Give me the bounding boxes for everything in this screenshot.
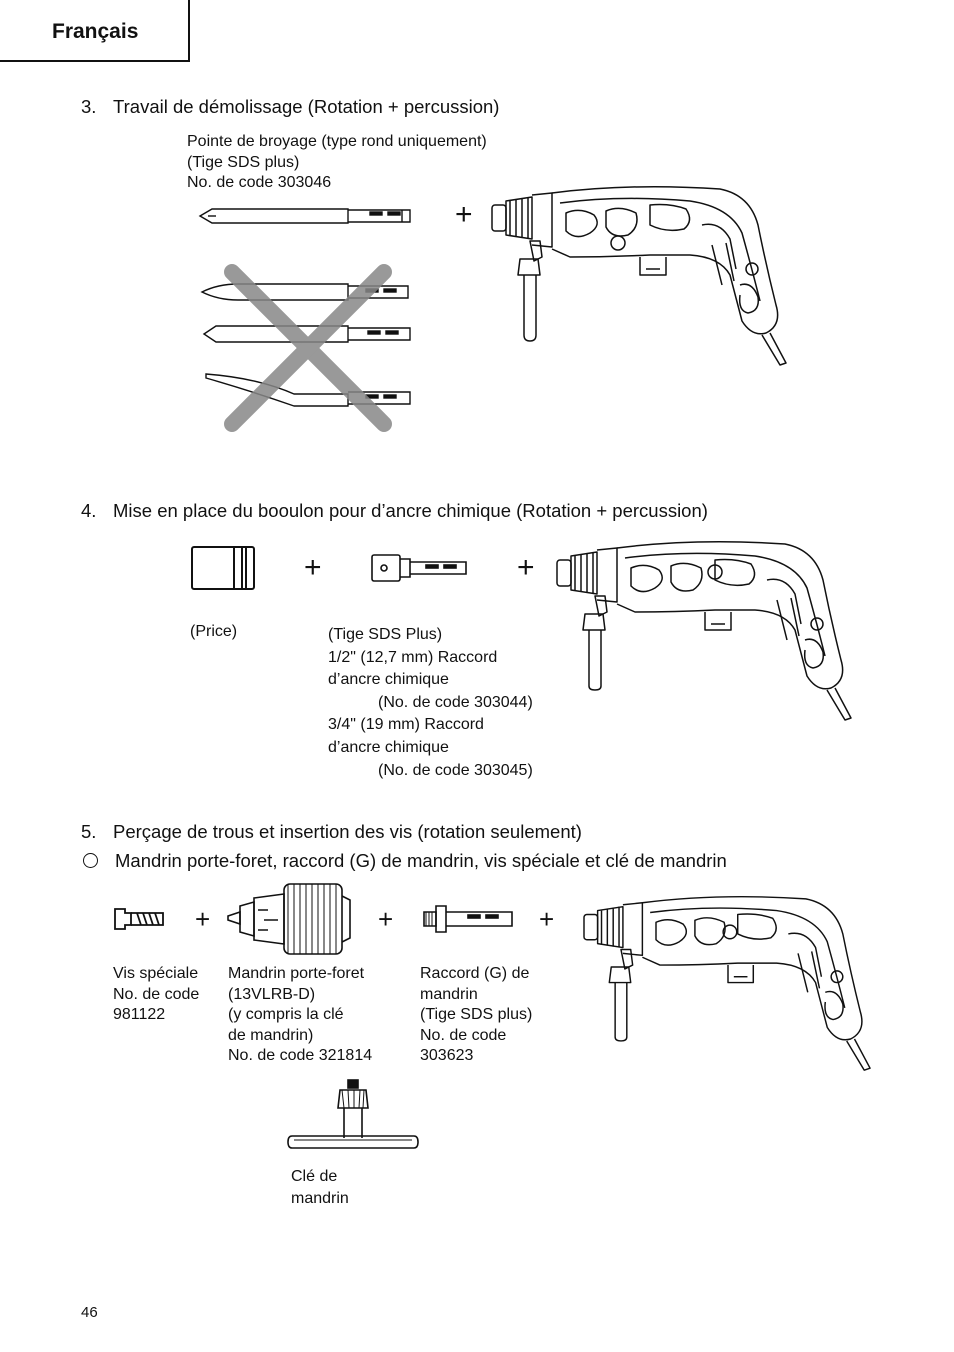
anchor-adapter-label: (Tige SDS Plus) 1/2" (12,7 mm) Raccord d… (328, 624, 533, 782)
language-tab: Français (0, 0, 190, 62)
section-4-heading: 4. Mise en place du booulon pour d’ancre … (81, 500, 708, 522)
bit-label-line: Pointe de broyage (type rond uniquement) (187, 133, 487, 150)
bit-label-line: No. de code 303046 (187, 174, 332, 191)
chuck-adapter-label-line: Raccord (G) de (420, 965, 530, 982)
section-5-title: Perçage de trous et insertion des vis (r… (113, 821, 582, 842)
chuck-adapter-label-line: 303623 (420, 1047, 474, 1064)
plus-sign: + (539, 904, 555, 934)
screw-label-line: No. de code (113, 985, 200, 1003)
plus-sign: + (378, 904, 394, 934)
chuck-adapter-label-line: (Tige SDS plus) (420, 1006, 533, 1023)
chuck-key-label: Clé de mandrin (291, 1166, 349, 1210)
section-5-bullet-text: Mandrin porte-foret, raccord (G) de mand… (115, 850, 727, 871)
key-label-line: mandrin (291, 1190, 349, 1207)
circle-bullet-icon (83, 853, 98, 868)
drill-chuck-label: Mandrin porte-foret (13VLRB-D) (y compri… (228, 964, 372, 1067)
hammer-drill-illustration (491, 186, 787, 366)
adapter-label-line: d’ancre chimique (328, 671, 449, 689)
plus-sign: + (455, 198, 473, 231)
section-4-number: 4. (81, 500, 97, 521)
adapter-label-line: (No. de code 303045) (378, 761, 533, 779)
adapter-label-line: (No. de code 303044) (378, 693, 533, 711)
chuck-key-illustration (287, 1079, 419, 1149)
chuck-label-line: (13VLRB-D) (228, 985, 316, 1003)
language-label: Français (52, 20, 139, 43)
key-label-line: Clé de (291, 1168, 338, 1185)
chuck-adapter-label: Raccord (G) de mandrin (Tige SDS plus) N… (420, 964, 532, 1067)
socket-price-illustration (191, 546, 255, 590)
section-5-number: 5. (81, 821, 97, 842)
bit-label-line: (Tige SDS plus) (187, 153, 300, 171)
plus-sign: + (304, 551, 322, 584)
adapter-label-line: (Tige SDS Plus) (328, 626, 443, 643)
chuck-adapter-label-line: No. de code (420, 1026, 507, 1044)
hammer-drill-illustration (556, 541, 852, 721)
special-screw-label: Vis spéciale No. de code 981122 (113, 964, 199, 1026)
section-3-heading: 3. Travail de démolissage (Rotation + per… (81, 96, 499, 118)
plus-sign: + (517, 551, 535, 584)
plus-sign: + (195, 904, 211, 934)
page-number: 46 (81, 1304, 98, 1321)
cross-out-icon (224, 264, 392, 432)
adapter-label-line: d’ancre chimique (328, 738, 449, 756)
adapter-label-line: 3/4" (19 mm) Raccord (328, 716, 484, 734)
chuck-label-line: (y compris la clé (228, 1006, 344, 1023)
section-3-title: Travail de démolissage (Rotation + percu… (113, 96, 500, 117)
section-5-heading: 5. Perçage de trous et insertion des vis … (81, 821, 582, 843)
chuck-label-line: de mandrin) (228, 1026, 314, 1044)
section-3-number: 3. (81, 96, 97, 117)
anchor-adapter-illustration (371, 554, 467, 582)
drill-chuck-illustration (227, 883, 351, 955)
special-screw-illustration (114, 908, 164, 930)
section-4-title: Mise en place du booulon pour d’ancre ch… (113, 500, 708, 521)
chuck-label-line: No. de code 321814 (228, 1047, 373, 1064)
not-allowed-bits-illustration (200, 264, 411, 432)
adapter-label-line: 1/2" (12,7 mm) Raccord (328, 648, 498, 666)
screw-label-line: Vis spéciale (113, 965, 199, 982)
chuck-adapter-label-line: mandrin (420, 985, 478, 1003)
hammer-drill-illustration (583, 895, 871, 1071)
bull-point-bit-illustration (198, 208, 411, 224)
section-5-bullet: Mandrin porte-foret, raccord (G) de mand… (81, 850, 727, 872)
screw-label-line: 981122 (113, 1006, 166, 1023)
demolition-bit-label: Pointe de broyage (type rond uniquement)… (187, 132, 487, 194)
chuck-adapter-illustration (423, 905, 513, 933)
price-label: (Price) (190, 623, 238, 640)
chuck-label-line: Mandrin porte-foret (228, 965, 365, 982)
